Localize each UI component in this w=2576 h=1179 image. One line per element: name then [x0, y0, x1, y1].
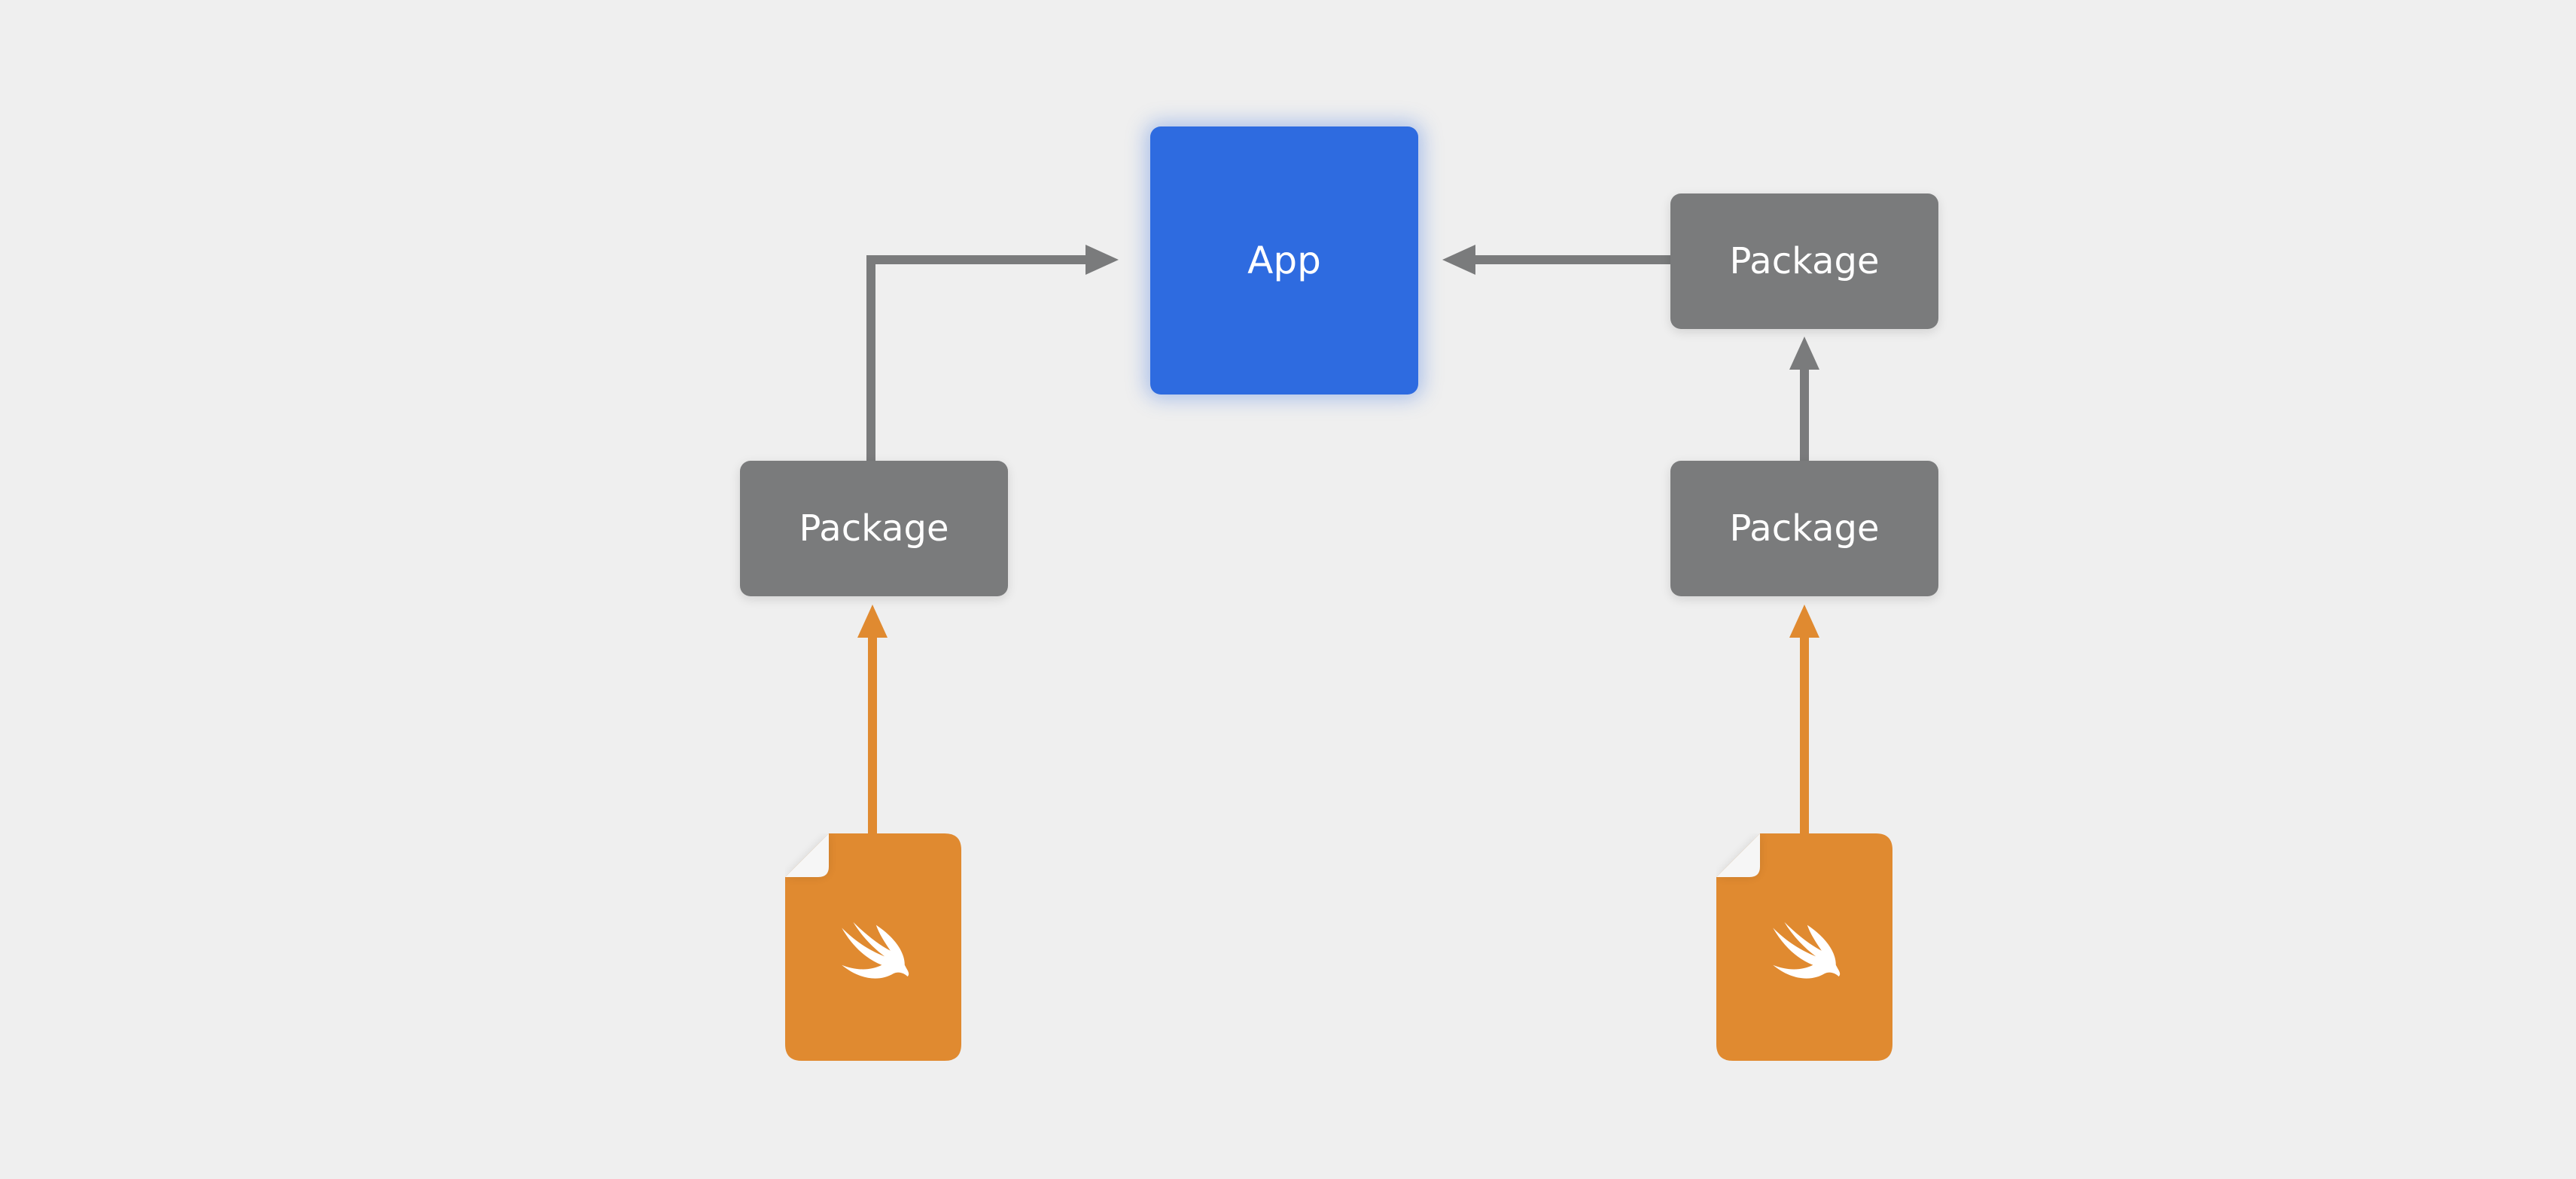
arrowhead-into-package-left [857, 605, 888, 638]
swift-icon [842, 922, 909, 979]
app-label: App [1247, 239, 1321, 282]
app-node: App [1150, 126, 1418, 395]
package-label: Package [799, 507, 949, 550]
swift-icon [1773, 922, 1841, 979]
swift-file-right [1716, 833, 1892, 1061]
arrowhead-into-app-right [1442, 245, 1475, 275]
arrowhead-into-package-right-top [1789, 337, 1819, 370]
arrowhead-into-package-right-bottom [1789, 605, 1819, 638]
package-label: Package [1729, 240, 1880, 282]
package-node-left: Package [740, 461, 1008, 596]
package-node-right-top: Package [1670, 193, 1938, 329]
swift-file-icon [785, 833, 961, 1061]
swift-file-icon [1716, 833, 1892, 1061]
package-label: Package [1729, 507, 1880, 550]
arrowhead-into-app-left [1086, 245, 1119, 275]
package-node-right-bottom: Package [1670, 461, 1938, 596]
swift-file-left [785, 833, 961, 1061]
edge-package-left-to-app [866, 255, 1090, 461]
